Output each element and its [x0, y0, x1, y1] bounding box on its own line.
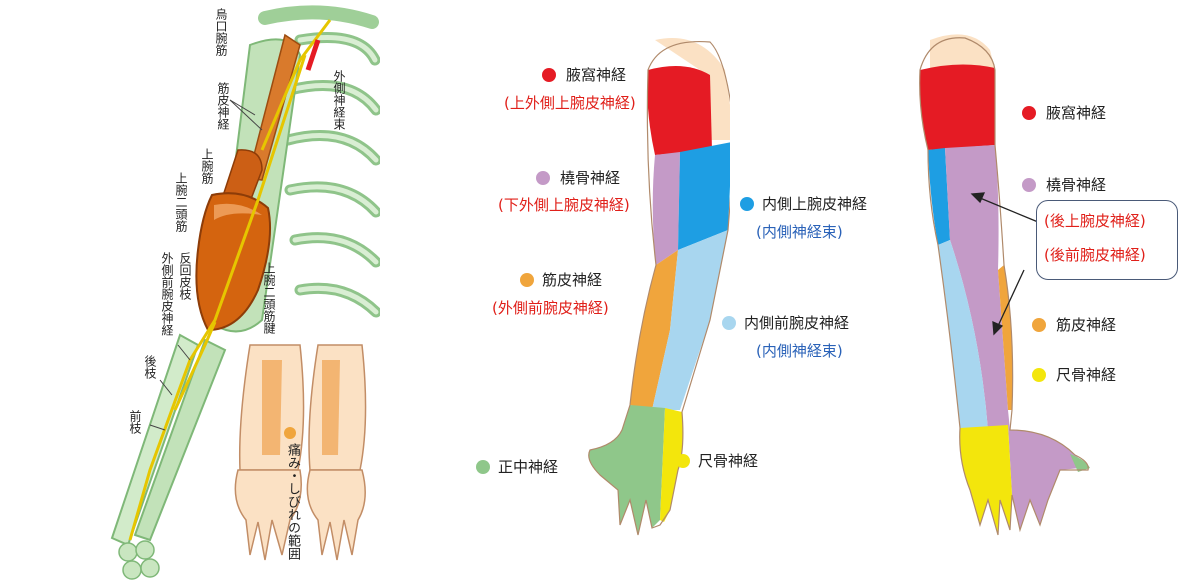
- posterior-arm-map: [919, 34, 1090, 536]
- front-medial-antebrachial-label: 内側前腕皮神経: [744, 314, 850, 332]
- clavicle: [258, 5, 379, 29]
- front-radial-sublabel: (下外側上腕皮神経): [498, 196, 630, 214]
- front-ulnar-dot: [676, 454, 690, 468]
- forearm-sketch: [234, 344, 367, 561]
- label-recurrent-branch: 反回皮枝: [178, 252, 192, 300]
- label-lateral-cord: 外側神経束: [332, 70, 346, 130]
- anatomy-illustration: [110, 5, 380, 580]
- front-radial-dot: [536, 171, 550, 185]
- front-musculo-sublabel: (外側前腕皮神経): [492, 299, 609, 317]
- front-medial-brachial-sublabel: (内側神経束): [756, 223, 843, 241]
- back-ulnar-label: 尺骨神経: [1056, 366, 1117, 384]
- back-radial-region: [945, 145, 1082, 530]
- front-medial-brachial-label: 内側上腕皮神経: [762, 195, 868, 213]
- back-median-region: [1070, 454, 1090, 472]
- front-axillary-region: [647, 66, 712, 155]
- back-musculo-region: [998, 265, 1013, 410]
- front-medial-antebrachial-region: [652, 230, 728, 410]
- back-radial-label: 橈骨神経: [1046, 176, 1107, 194]
- back-medial-brachial-region: [928, 148, 950, 245]
- anterior-arm-map: [588, 38, 730, 536]
- back-radial-branches-box: [1036, 200, 1178, 280]
- pain-area-dot: [284, 427, 296, 439]
- front-radial-region: [652, 152, 680, 265]
- front-axillary-sublabel: (上外側上腕皮神経): [504, 94, 636, 112]
- label-pain-area: 痛み・しびれの範囲: [285, 443, 300, 560]
- label-coracobrachialis: 烏口腕筋: [214, 8, 228, 56]
- back-radial-sublabel-1: (後上腕皮神経): [1044, 212, 1146, 230]
- label-biceps-tendon: 上腕二頭筋腱: [262, 262, 276, 334]
- radius-bone: [133, 338, 227, 542]
- label-biceps: 上腕二頭筋: [174, 172, 188, 232]
- front-musculo-dot: [520, 273, 534, 287]
- nerve-paths: [128, 19, 332, 541]
- back-medial-antebrachial-region: [938, 240, 988, 430]
- front-medial-brachial-region: [678, 142, 730, 250]
- back-axillary-region: [919, 64, 995, 150]
- back-radial-sublabel-2: (後前腕皮神経): [1044, 246, 1146, 264]
- coracobrachialis-muscle: [247, 33, 301, 181]
- label-brachialis: 上腕筋: [200, 148, 214, 184]
- front-radial-label: 橈骨神経: [560, 169, 621, 187]
- front-median-dot: [476, 460, 490, 474]
- front-median-label: 正中神経: [498, 458, 559, 476]
- back-musculo-label: 筋皮神経: [1056, 316, 1117, 334]
- biceps-muscle: [195, 192, 272, 332]
- back-ulnar-region: [959, 425, 1012, 535]
- label-anterior-branch: 前枝: [128, 410, 142, 434]
- front-axillary-label: 腋窩神経: [566, 66, 627, 84]
- front-medial-brachial-dot: [740, 197, 754, 211]
- front-ulnar-label: 尺骨神経: [698, 452, 759, 470]
- front-medial-antebrachial-dot: [722, 316, 736, 330]
- back-axillary-dot: [1022, 106, 1036, 120]
- back-axillary-label: 腋窩神経: [1046, 104, 1107, 122]
- carpal-bones: [118, 540, 160, 580]
- front-musculo-label: 筋皮神経: [542, 271, 603, 289]
- back-radial-dot: [1022, 178, 1036, 192]
- front-ulnar-region: [660, 408, 683, 522]
- front-median-region: [588, 405, 665, 535]
- label-posterior-branch: 後枝: [143, 355, 157, 379]
- front-musculo-region: [630, 250, 678, 410]
- front-medial-antebrachial-sublabel: (内側神経束): [756, 342, 843, 360]
- back-musculo-dot: [1032, 318, 1046, 332]
- front-axillary-dot: [542, 68, 556, 82]
- label-musculocutaneous-nerve: 筋皮神経: [216, 82, 230, 130]
- label-lateral-antebrachial-nerve: 外側前腕皮神経: [160, 252, 174, 336]
- back-ulnar-dot: [1032, 368, 1046, 382]
